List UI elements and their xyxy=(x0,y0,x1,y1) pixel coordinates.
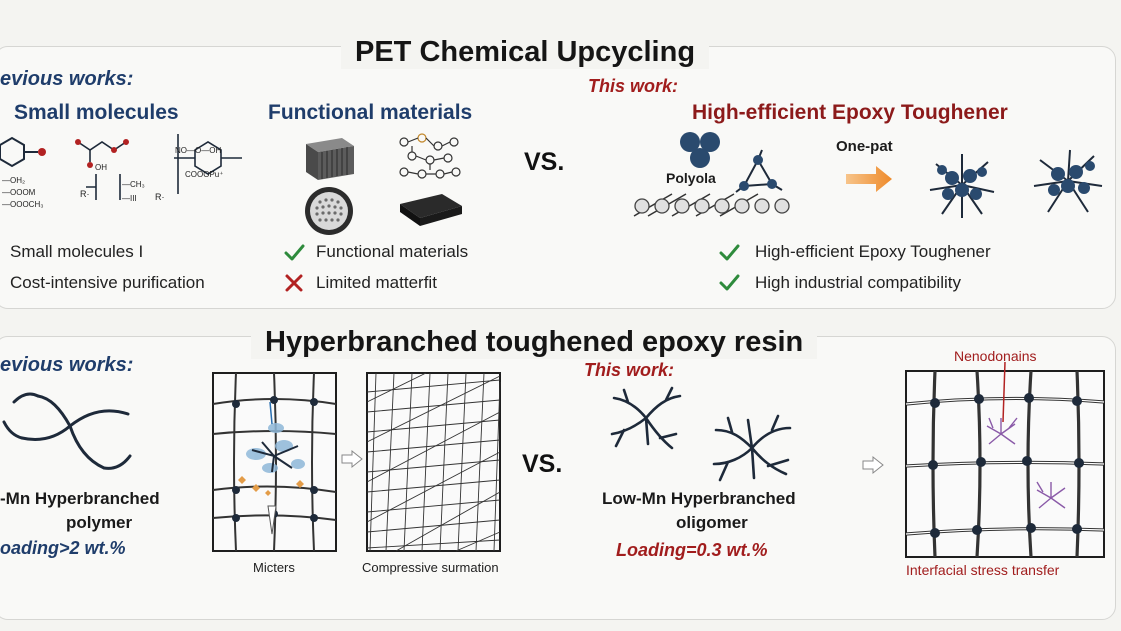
nanodomain-network-box xyxy=(905,361,1105,558)
chem-label-ii: —III xyxy=(122,194,137,203)
small-molecule-structures xyxy=(0,134,242,200)
triangle-molecule-icon xyxy=(735,149,783,193)
one-pot-label: One-pat xyxy=(836,138,893,155)
check-icon xyxy=(719,244,740,261)
bottom-previous-works-label: evious works: xyxy=(0,354,134,376)
small-item-1: Small molecules I xyxy=(10,242,144,261)
interfacial-caption: Interfacial stress transfer xyxy=(906,562,1060,578)
prev-polymer-line1: -Mn Hyperbranched xyxy=(0,489,160,508)
branched-network-icon xyxy=(399,133,461,179)
chem-label-3: —OOOCH₃ xyxy=(2,200,44,209)
chem-label-ch3: —CH₃ xyxy=(122,180,145,189)
nanodomain-label: Nenodonains xyxy=(954,348,1037,364)
small-molecules-header: Small molecules xyxy=(14,101,179,124)
functional-item-1: Functional materials xyxy=(316,242,469,261)
polyol-label: Polyola xyxy=(666,170,716,186)
oligomer-icon-2 xyxy=(712,414,792,482)
this-item-2: High industrial compatibility xyxy=(755,273,961,292)
chem-label-oh: OH xyxy=(95,163,107,172)
top-title: PET Chemical Upcycling xyxy=(341,36,710,69)
cross-icon xyxy=(285,274,303,292)
toughener-star-icon-2 xyxy=(1033,149,1103,213)
prev-polymer-line2: polymer xyxy=(66,513,133,532)
this-loading: Loading=0.3 wt.% xyxy=(616,540,768,560)
chem-label-noo: NO—O—OH xyxy=(175,146,222,155)
pet-chain-icon xyxy=(633,193,790,217)
top-panel xyxy=(0,46,1116,309)
small-arrow-icon xyxy=(862,455,884,475)
chem-label-1: —OH₂ xyxy=(2,176,26,185)
mesoporous-sphere-icon xyxy=(305,187,353,235)
phase-separation-box xyxy=(212,372,337,552)
carbon-sheet-icon xyxy=(400,194,462,226)
compressive-mesh-box xyxy=(366,372,501,552)
prev-loading: oading>2 wt.% xyxy=(0,538,126,558)
functional-materials-header: Functional materials xyxy=(268,101,473,124)
this-oligomer-line2: oligomer xyxy=(676,513,748,532)
epoxy-toughener-header: High-efficient Epoxy Toughener xyxy=(692,101,1008,124)
small-arrow-icon xyxy=(341,449,363,469)
porous-cube-icon xyxy=(306,138,354,180)
chem-label-cooo: COOOPu⁺ xyxy=(185,170,224,179)
bottom-title: Hyperbranched toughened epoxy resin xyxy=(251,326,818,359)
top-vs-label: VS. xyxy=(524,148,565,176)
top-this-work-label: This work: xyxy=(588,76,679,96)
toughener-star-icon xyxy=(929,154,995,218)
check-icon xyxy=(719,274,740,291)
chem-label-r1: R· xyxy=(80,189,90,199)
compress-caption: Compressive surmation xyxy=(362,560,499,575)
bottom-vs-label: VS. xyxy=(522,450,563,478)
check-icon xyxy=(284,244,305,261)
polyol-spheres-icon xyxy=(680,132,720,168)
chem-label-2: —OOOM xyxy=(2,188,36,197)
chem-label-r2: R· xyxy=(155,192,165,202)
oligomer-icon xyxy=(610,386,682,450)
reaction-arrow-icon xyxy=(846,166,892,192)
hyperbranched-polymer-icon xyxy=(2,392,132,470)
functional-item-2: Limited matterfit xyxy=(316,273,437,292)
top-previous-works-label: evious works: xyxy=(0,68,134,90)
bottom-this-work-label: This work: xyxy=(584,360,675,380)
this-item-1: High-efficient Epoxy Toughener xyxy=(755,242,991,261)
this-oligomer-line1: Low-Mn Hyperbranched xyxy=(602,489,796,508)
micro-caption: Micters xyxy=(253,560,295,575)
small-item-2: Cost-intensive purification xyxy=(10,273,205,292)
